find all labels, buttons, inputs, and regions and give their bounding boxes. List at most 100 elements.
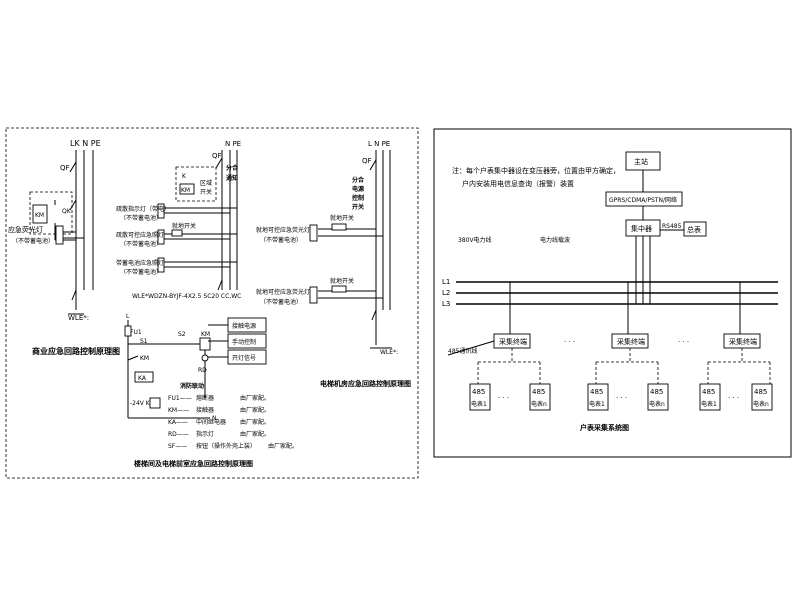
d1-bus-label: LK N PE bbox=[70, 139, 101, 148]
d2-lamp3-note: （不带蓄电池） bbox=[120, 268, 162, 276]
meter-box bbox=[529, 383, 551, 411]
d1-lamp-label: 应急荧光灯 bbox=[8, 225, 43, 234]
svg-text:熔断器: 熔断器 bbox=[196, 394, 214, 402]
d2-qf-label: QF bbox=[212, 152, 222, 160]
d3-s2-label: S2 bbox=[178, 331, 186, 338]
master-station-label: 主站 bbox=[634, 157, 648, 166]
svg-text:KM——: KM—— bbox=[168, 407, 189, 414]
line-carrier-label: 电力线载波 bbox=[540, 236, 570, 244]
svg-text:开关: 开关 bbox=[352, 203, 364, 211]
d2-local-switch: 就地开关 bbox=[172, 222, 196, 230]
svg-text:电源: 电源 bbox=[352, 185, 364, 193]
d2-km-label: KM bbox=[181, 187, 190, 194]
d3-l-label: L bbox=[126, 313, 130, 320]
d2-k-label: K bbox=[182, 173, 187, 180]
svg-text:通知: 通知 bbox=[226, 174, 238, 182]
diagram-elevator-room: L N PE QF 分合 电源 控制 开关 就地开关 就地可控应急荧光灯 （不带… bbox=[256, 140, 411, 388]
d3-ka2-label: -24V KA bbox=[130, 400, 155, 407]
svg-text:FU1——: FU1—— bbox=[168, 395, 192, 402]
d3-s1-label: S1 bbox=[140, 338, 148, 345]
svg-text:SF——: SF—— bbox=[168, 443, 187, 450]
svg-text:接触器: 接触器 bbox=[196, 406, 214, 414]
d1-km-coil bbox=[32, 204, 48, 224]
svg-text:485: 485 bbox=[754, 388, 767, 396]
d3-btn2: 手动控制 bbox=[232, 338, 256, 346]
d4-lamp1-note: （不带蓄电池） bbox=[260, 236, 302, 244]
dots: · · · bbox=[498, 394, 509, 402]
meter-box bbox=[751, 383, 773, 411]
dots: · · · bbox=[564, 338, 575, 346]
svg-text:电表1: 电表1 bbox=[701, 400, 717, 408]
d1-title: 商业应急回路控制原理图 bbox=[32, 346, 120, 356]
d2-lamp1-note: （不带蓄电池） bbox=[120, 214, 162, 222]
d4-wle-label: WLE*: bbox=[380, 349, 398, 356]
d4-title: 电梯机房应急回路控制原理图 bbox=[320, 379, 411, 388]
terminal-group-3: 采集终端 485 电表1 · · · 485 电表n bbox=[699, 282, 773, 411]
svg-text:电表1: 电表1 bbox=[471, 400, 487, 408]
d1-wle-label: WLE*: bbox=[68, 314, 89, 322]
d4-lamp1-label: 就地可控应急荧光灯 bbox=[256, 226, 310, 234]
svg-text:中间继电器: 中间继电器 bbox=[196, 418, 226, 426]
d2-zone-switch: 区域 bbox=[200, 179, 212, 187]
d2-lamp1-label: 疏散指示灯（带电） bbox=[116, 205, 170, 213]
svg-text:485: 485 bbox=[702, 388, 715, 396]
rs485-label: RS485 bbox=[662, 223, 682, 230]
note-line-1: 注：每个户表集中器设在变压器旁，位置由甲方确定， bbox=[452, 166, 620, 175]
d1-km-label: KM bbox=[35, 212, 44, 219]
right-panel-frame bbox=[433, 128, 792, 458]
meter-total-box bbox=[683, 221, 707, 237]
svg-text:由厂家配。: 由厂家配。 bbox=[240, 394, 270, 402]
terminal-label: 采集终端 bbox=[499, 337, 527, 346]
d2-cable-spec: WLE*WDZN-BYJF-4X2.5 SC20 CC,WC bbox=[132, 293, 241, 300]
d3-btn1: 接触电源 bbox=[232, 322, 256, 330]
svg-text:由厂家配。: 由厂家配。 bbox=[240, 418, 270, 426]
meter-system-title: 户表采集系统图 bbox=[580, 423, 629, 432]
d3-n-label: N bbox=[212, 415, 217, 422]
d1-lamp-note: （不带蓄电池） bbox=[12, 237, 54, 245]
d2-notice-label: 分合 bbox=[226, 164, 239, 172]
terminal-group-1: 采集终端 485 电表1 · · · 485 电表n bbox=[469, 282, 551, 411]
d3-legend: FU1—— 熔断器 由厂家配。 KM—— 接触器 由厂家配。 KA—— 中间继电… bbox=[168, 394, 298, 450]
d1-qk-label: QK bbox=[62, 208, 72, 215]
d3-btn3: 开灯信号 bbox=[232, 354, 256, 362]
svg-text:485: 485 bbox=[532, 388, 545, 396]
dots: · · · bbox=[616, 394, 627, 402]
svg-text:电表n: 电表n bbox=[753, 400, 769, 408]
d4-lamp1-symbol bbox=[309, 224, 318, 242]
d1-qf-label: QF bbox=[60, 164, 70, 172]
meter-box bbox=[587, 383, 609, 411]
concentrator-label: 集中器 bbox=[631, 224, 652, 233]
svg-text:电表n: 电表n bbox=[649, 400, 665, 408]
meter-box bbox=[647, 383, 669, 411]
d3-km2-label: KM bbox=[140, 355, 149, 362]
svg-text:KA——: KA—— bbox=[168, 419, 188, 426]
d2-lamp3-label: 带蓄电池应急照灯 bbox=[116, 259, 164, 267]
d4-qf-label: QF bbox=[362, 157, 372, 165]
svg-text:控制: 控制 bbox=[352, 194, 364, 202]
diagram-evacuation: QF N PE K KM 区域 开关 分合 通知 疏散指示灯（带电） （不带蓄电… bbox=[116, 140, 241, 300]
diagram-commercial-emergency: LK N PE QF KM QK 应急荧光灯 （不带蓄电池） WLE*: 商业应… bbox=[8, 139, 120, 356]
d4-local-switch-2: 就地开关 bbox=[330, 277, 354, 285]
terminal-label: 采集终端 bbox=[729, 337, 757, 346]
d4-lamp2-symbol bbox=[309, 286, 318, 304]
d3-km-label: KM bbox=[201, 331, 210, 338]
d3-rd-label: RD bbox=[198, 367, 207, 374]
d1-switch-box bbox=[29, 191, 73, 235]
svg-text:由厂家配。: 由厂家配。 bbox=[240, 406, 270, 414]
svg-text:485: 485 bbox=[472, 388, 485, 396]
line-380-label: 380V电力线 bbox=[458, 236, 492, 244]
l2-label: L2 bbox=[442, 289, 450, 297]
svg-text:按钮（操作外壳上装）: 按钮（操作外壳上装） bbox=[196, 442, 256, 450]
svg-text:指示灯: 指示灯 bbox=[196, 430, 214, 438]
d4-lamp2-note: （不带蓄电池） bbox=[260, 298, 302, 306]
network-label: GPRS/CDMA/PSTN/网络 bbox=[609, 196, 677, 204]
left-panel-frame bbox=[5, 127, 419, 479]
svg-text:开关: 开关 bbox=[200, 188, 212, 196]
d4-bus-label: L N PE bbox=[368, 140, 390, 148]
d4-lamp2-label: 就地可控应急荧光灯 bbox=[256, 288, 310, 296]
svg-text:由厂家配。: 由厂家配。 bbox=[268, 442, 298, 450]
l1-label: L1 bbox=[442, 278, 450, 286]
svg-text:由厂家配。: 由厂家配。 bbox=[240, 430, 270, 438]
meter-box bbox=[469, 383, 491, 411]
